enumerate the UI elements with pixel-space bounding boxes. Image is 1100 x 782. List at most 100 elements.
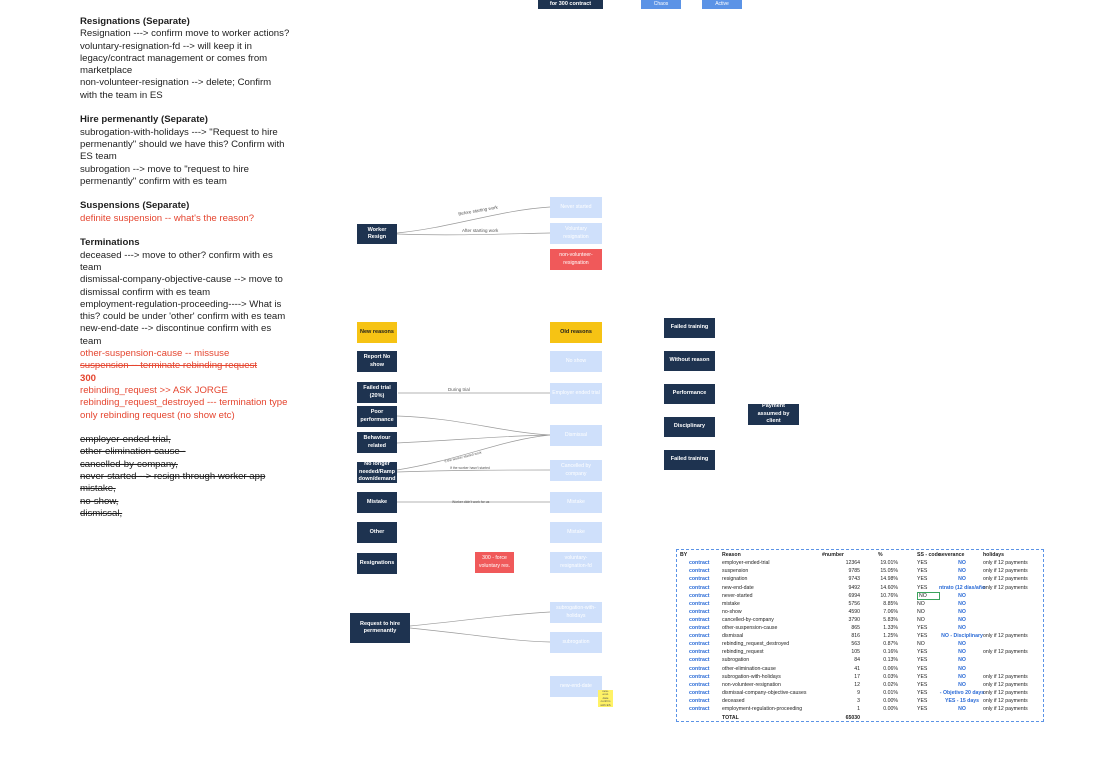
cell-number: 9 xyxy=(857,689,860,696)
reason-behaviour-related[interactable]: Behaviour related xyxy=(357,432,397,453)
note-line: dismissal-company-objective-cause --> mo… xyxy=(80,274,283,298)
cell-severance: - Objetivo 20 days xyxy=(939,689,985,696)
cell-severance: NO xyxy=(958,600,966,607)
notes-suspensions: Suspensions (Separate) definite suspensi… xyxy=(80,200,290,225)
force-voluntary-node[interactable]: 300 - force voluntary res. xyxy=(475,552,514,573)
old-reason-dismissal[interactable]: Dismissal xyxy=(550,425,602,446)
subrogation-node[interactable]: subrogation xyxy=(550,632,602,653)
reason-report-no-show[interactable]: Report No show xyxy=(357,351,397,372)
total-label: TOTAL xyxy=(722,715,739,721)
dismissal-type-failed-training[interactable]: Failed training xyxy=(664,318,715,338)
note-line-struck: cancelled-by-company, xyxy=(80,458,178,470)
table-header-row: BY Reason #number % SS - code severance … xyxy=(677,551,1043,559)
top-blue-box[interactable]: Active xyxy=(702,0,742,9)
new-reasons-header[interactable]: New reasons xyxy=(357,322,397,343)
cell-holidays: only if 12 payments xyxy=(983,568,1028,575)
never-started-node[interactable]: Never started xyxy=(550,197,602,218)
cell-reason: other-elimination-cause xyxy=(722,665,776,672)
non-volunteer-resignation-node[interactable]: non-volunteer-resignation xyxy=(550,249,602,270)
cell-number: 5756 xyxy=(848,600,860,607)
cell-by: contract xyxy=(689,576,710,583)
cell-severance: NO xyxy=(958,608,966,615)
cell-by: contract xyxy=(689,600,710,607)
sticky-note[interactable]: new-end-date confirm with ES xyxy=(598,689,613,707)
old-reasons-header[interactable]: Old reasons xyxy=(550,322,602,343)
edge-worker-resign-never-started xyxy=(396,206,551,234)
cell-holidays: only if 12 payments xyxy=(983,689,1028,696)
dismissal-type-disciplinary[interactable]: Disciplinary xyxy=(664,417,715,437)
cell-number: 1 xyxy=(857,706,860,712)
cell-by: contract xyxy=(689,568,710,575)
old-reason-employer-ended-trial[interactable]: Employer ended trial xyxy=(550,383,602,404)
reason-no-longer-needed[interactable]: No longer needed/Ramp down/demand xyxy=(357,462,397,483)
cell-ss: YES xyxy=(917,625,928,631)
cell-by: contract xyxy=(689,681,710,688)
header-pct: % xyxy=(878,552,883,558)
edge-no-longer-needed-cancelled xyxy=(396,469,551,473)
table-row: contract dismissal-company-objective-caus… xyxy=(677,689,1043,697)
note-line: Resignation ---> confirm move to worker … xyxy=(80,28,290,40)
cell-number: 865 xyxy=(851,625,860,631)
dismissal-type-without-reason[interactable]: Without reason xyxy=(664,351,715,371)
note-line-red-bold: 300 xyxy=(80,372,97,384)
total-value: 65030 xyxy=(845,715,860,721)
cell-severance: NO xyxy=(958,706,966,712)
cell-by: contract xyxy=(689,689,710,696)
cell-reason: no-show xyxy=(722,608,742,615)
cell-by: contract xyxy=(689,608,710,615)
cell-number: 41 xyxy=(854,665,860,672)
dismissal-type-failed-training[interactable]: Failed training xyxy=(664,450,715,470)
cell-reason: suspension xyxy=(722,568,749,575)
cell-holidays: only if 12 payments xyxy=(983,681,1028,688)
note-line: deceased ---> move to other? confirm wit… xyxy=(80,249,273,273)
edge-label: During trial xyxy=(448,387,470,392)
cell-by: contract xyxy=(689,616,710,623)
reason-resignations[interactable]: Resignations xyxy=(357,553,397,574)
note-line: new-end-date --> discontinue confirm wit… xyxy=(80,323,272,347)
notes-heading: Hire permenantly (Separate) xyxy=(80,114,208,126)
cell-pct: 14.60% xyxy=(880,584,898,591)
payment-assumed-node[interactable]: Payment assumed by client xyxy=(748,403,799,425)
cell-ss: YES xyxy=(917,576,928,583)
reason-failed-trial[interactable]: Failed trial (20%) xyxy=(357,382,397,403)
request-hire-node[interactable]: Request to hire permenantly xyxy=(350,613,410,643)
cell-ss: NO xyxy=(917,591,940,600)
new-end-date-node[interactable]: new-end-date xyxy=(550,676,602,697)
cell-by: contract xyxy=(689,592,710,599)
header-severance: severance xyxy=(939,552,965,558)
voluntary-resignation-node[interactable]: Voluntary resignation xyxy=(550,223,602,244)
reason-poor-performance[interactable]: Poor performance xyxy=(357,406,397,427)
note-line: non-volunteer-resignation --> delete; Co… xyxy=(80,77,272,101)
cell-number: 105 xyxy=(851,649,860,656)
cell-number: 816 xyxy=(851,633,860,640)
cell-severance: ntrato (12 días/año) xyxy=(939,584,985,591)
top-blue-box[interactable]: Chaos xyxy=(641,0,681,9)
reason-other[interactable]: Other xyxy=(357,522,397,543)
note-line-struck: mistake, xyxy=(80,483,116,495)
note-line: employment-regulation-proceeding----> Wh… xyxy=(80,298,286,323)
reason-mistake[interactable]: Mistake xyxy=(357,492,397,513)
subrogation-holidays-node[interactable]: subrogation-with-holidays xyxy=(550,602,602,623)
cell-ss: YES xyxy=(917,673,928,680)
cell-reason: other-suspension-cause xyxy=(722,625,778,631)
cell-reason: resignation xyxy=(722,576,748,583)
old-reason-no-show[interactable]: No show xyxy=(550,351,602,372)
dismissal-type-performance[interactable]: Performance xyxy=(664,384,715,404)
cell-ss: YES xyxy=(917,584,928,591)
old-reason-voluntary-resignation-fd[interactable]: voluntary-resignation-fd xyxy=(550,552,602,573)
old-reason-mistake[interactable]: Mistake xyxy=(550,522,602,543)
cell-by: contract xyxy=(689,706,710,712)
worker-resign-node[interactable]: Worker Resign xyxy=(357,224,397,244)
old-reason-cancelled-by-company[interactable]: Cancelled by company xyxy=(550,460,602,481)
cell-reason: dismissal-company-objective-causes xyxy=(722,689,807,696)
cell-pct: 7.06% xyxy=(883,608,898,615)
cell-pct: 1.33% xyxy=(883,625,898,631)
cell-pct: 0.06% xyxy=(883,665,898,672)
old-reason-mistake[interactable]: Mistake xyxy=(550,492,602,513)
edge-worker-resign-voluntary xyxy=(396,232,551,236)
contract-300-box[interactable]: for 300 contract xyxy=(538,0,603,9)
cell-severance: YES - 15 days xyxy=(944,697,980,704)
